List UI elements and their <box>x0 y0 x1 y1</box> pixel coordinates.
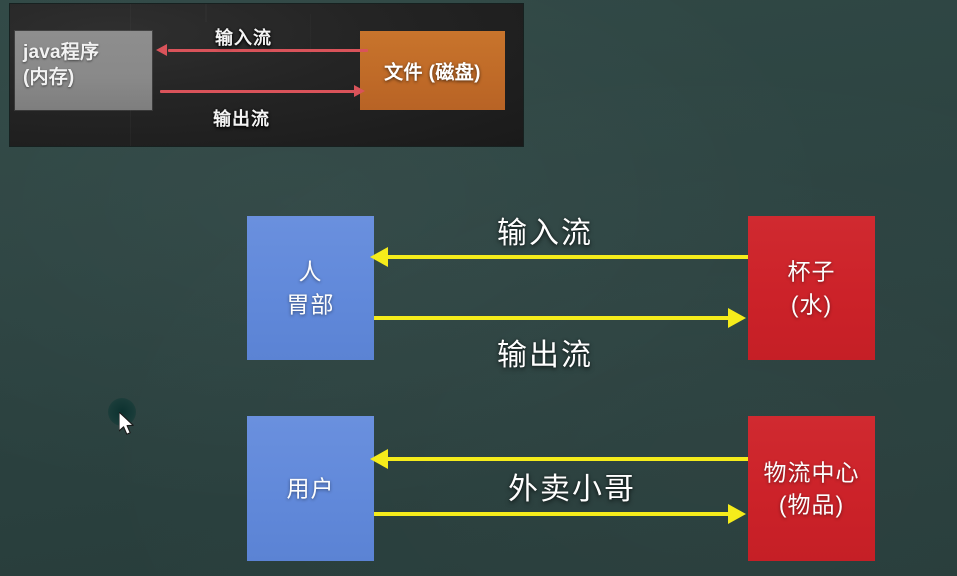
cup-water-box: 杯子 (水) <box>748 216 875 360</box>
cup-water-box-label: 杯子 (水) <box>748 255 875 320</box>
top-output-arrow-head <box>354 85 365 97</box>
java-program-label-line1: java程序 <box>23 42 100 63</box>
cursor-highlight <box>108 398 136 426</box>
logistics-center-box-label: 物流中心 (物品) <box>748 456 875 521</box>
row2-input-arrow-line <box>388 457 748 461</box>
top-input-arrow-head <box>156 44 167 56</box>
row1-input-arrow-head <box>370 247 388 267</box>
logistics-label-line1: 物流中心 <box>763 458 860 485</box>
java-program-box-label: java程序 (内存) <box>23 40 99 90</box>
row1-output-arrow-head <box>728 308 746 328</box>
row2-output-arrow-line <box>374 512 730 516</box>
file-disk-box-label: 文件 (磁盘) <box>384 62 481 83</box>
user-label-line1: 用户 <box>286 475 335 502</box>
user-box: 用户 <box>247 416 374 561</box>
user-box-label: 用户 <box>247 472 374 505</box>
row2-input-arrow-head <box>370 449 388 469</box>
slide-inset-panel: java程序 (内存) 文件 (磁盘) 输入流 输出流 <box>10 4 523 146</box>
row2-middle-arrow-label: 外卖小哥 <box>508 473 636 506</box>
row1-output-arrow-line <box>374 316 730 320</box>
mouse-pointer-icon <box>119 412 134 435</box>
row1-output-arrow-label: 输出流 <box>497 339 593 372</box>
row2-output-arrow-head <box>728 504 746 524</box>
top-input-arrow-label: 输入流 <box>215 28 272 48</box>
person-stomach-box: 人 胃部 <box>247 216 374 360</box>
top-input-arrow-line <box>168 49 368 52</box>
java-program-box: java程序 (内存) <box>15 31 152 110</box>
person-stomach-box-label: 人 胃部 <box>247 255 374 320</box>
file-disk-box: 文件 (磁盘) <box>360 31 505 110</box>
logistics-center-box: 物流中心 (物品) <box>748 416 875 561</box>
top-output-arrow-label: 输出流 <box>213 109 270 129</box>
person-label-line1: 人 <box>298 258 323 285</box>
cup-label-line1: 杯子 <box>787 258 836 285</box>
row1-input-arrow-line <box>388 255 748 259</box>
top-output-arrow-line <box>160 90 356 93</box>
cup-label-line2: (水) <box>790 291 833 317</box>
row1-input-arrow-label: 输入流 <box>497 217 593 250</box>
java-program-label-line2: (内存) <box>23 67 75 89</box>
panel-scratch <box>205 4 207 22</box>
panel-scratch <box>310 14 311 54</box>
person-label-line2: 胃部 <box>286 291 335 317</box>
logistics-label-line2: (物品) <box>778 491 845 518</box>
